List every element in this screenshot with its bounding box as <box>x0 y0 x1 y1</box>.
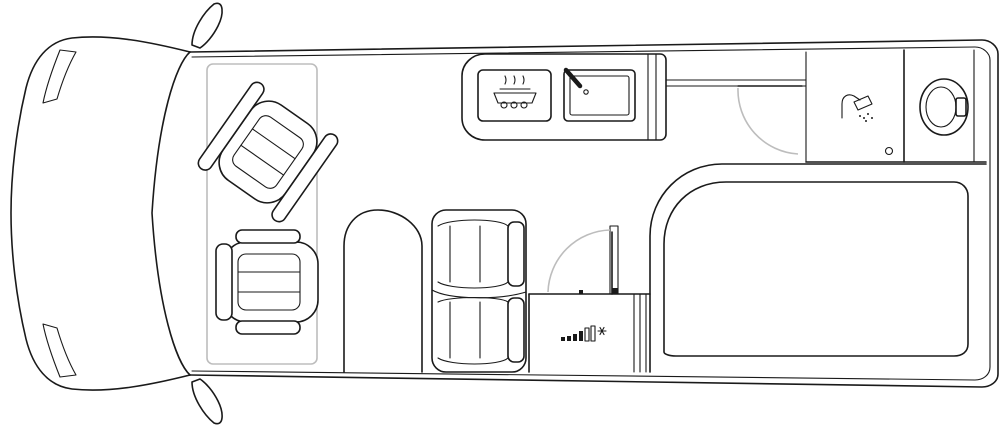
fridge-icon <box>561 325 596 342</box>
cab-seat-zone <box>206 63 318 365</box>
captain-seat-icon <box>215 229 319 335</box>
double-seat <box>431 209 527 373</box>
captain-seat-icon <box>197 81 339 223</box>
bench-seat-icon <box>343 209 423 373</box>
door-swing-icon <box>737 85 803 155</box>
toilet-icon <box>919 78 969 136</box>
cooktop-icon <box>477 69 552 122</box>
shower-icon <box>841 94 894 156</box>
snowflake-icon <box>597 326 607 336</box>
upper-cabinet <box>665 51 807 163</box>
door-swing-icon <box>547 229 613 295</box>
rear-bed <box>649 163 987 373</box>
fridge-cabinet <box>528 225 651 373</box>
bathroom <box>805 49 987 163</box>
sink-icon <box>563 67 636 122</box>
van-body <box>10 2 999 425</box>
